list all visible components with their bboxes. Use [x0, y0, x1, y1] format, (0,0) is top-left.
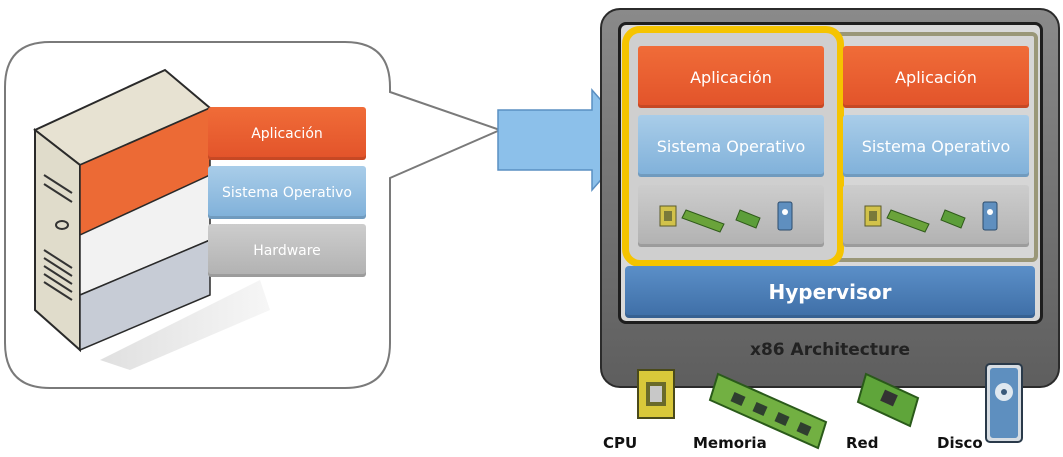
- vm-1-operating-system: Sistema Operativo: [638, 115, 824, 177]
- memory-module-icon: [681, 209, 725, 233]
- vm-2-os-label: Sistema Operativo: [861, 136, 1011, 156]
- network-card-icon: [940, 209, 966, 229]
- hypervisor-label: Hypervisor: [768, 280, 892, 304]
- hard-disk-icon: [982, 201, 998, 231]
- memory-module-icon: [708, 372, 828, 450]
- network-card-icon: [856, 372, 920, 428]
- hard-disk-icon: [777, 201, 793, 231]
- callout-layer-label: Hardware: [253, 242, 321, 259]
- vm-1-os-label: Sistema Operativo: [656, 136, 806, 156]
- callout-layer-label: Aplicación: [251, 125, 323, 142]
- physical-hardware-icons: [637, 363, 1023, 450]
- vm-1-hardware-icons: [659, 201, 793, 233]
- callout-layer-label: Sistema Operativo: [222, 184, 352, 201]
- vm-2-hardware-icons: [864, 201, 998, 233]
- hard-disk-icon: [985, 363, 1023, 443]
- disco-label: Disco: [937, 434, 983, 452]
- vm-1-application: Aplicación: [638, 46, 824, 108]
- red-label: Red: [846, 434, 879, 452]
- callout-layer-operating-system: Sistema Operativo: [208, 166, 366, 219]
- cpu-chip-icon: [637, 369, 675, 419]
- vm-2-virtual-hardware: [843, 185, 1029, 247]
- cpu-chip-icon: [864, 205, 882, 227]
- network-card-icon: [735, 209, 761, 229]
- vm-2-operating-system: Sistema Operativo: [843, 115, 1029, 177]
- vm-1-virtual-hardware: [638, 185, 824, 247]
- vm-2-application-label: Aplicación: [895, 67, 977, 87]
- memoria-label: Memoria: [693, 434, 767, 452]
- callout-layer-hardware: Hardware: [208, 224, 366, 277]
- architecture-label: x86 Architecture: [750, 340, 910, 360]
- vm-1-application-label: Aplicación: [690, 67, 772, 87]
- vm-2-application: Aplicación: [843, 46, 1029, 108]
- cpu-chip-icon: [659, 205, 677, 227]
- memory-module-icon: [886, 209, 930, 233]
- cpu-label: CPU: [603, 434, 638, 452]
- callout-layer-application: Aplicación: [208, 107, 366, 160]
- hypervisor-layer: Hypervisor: [625, 266, 1035, 318]
